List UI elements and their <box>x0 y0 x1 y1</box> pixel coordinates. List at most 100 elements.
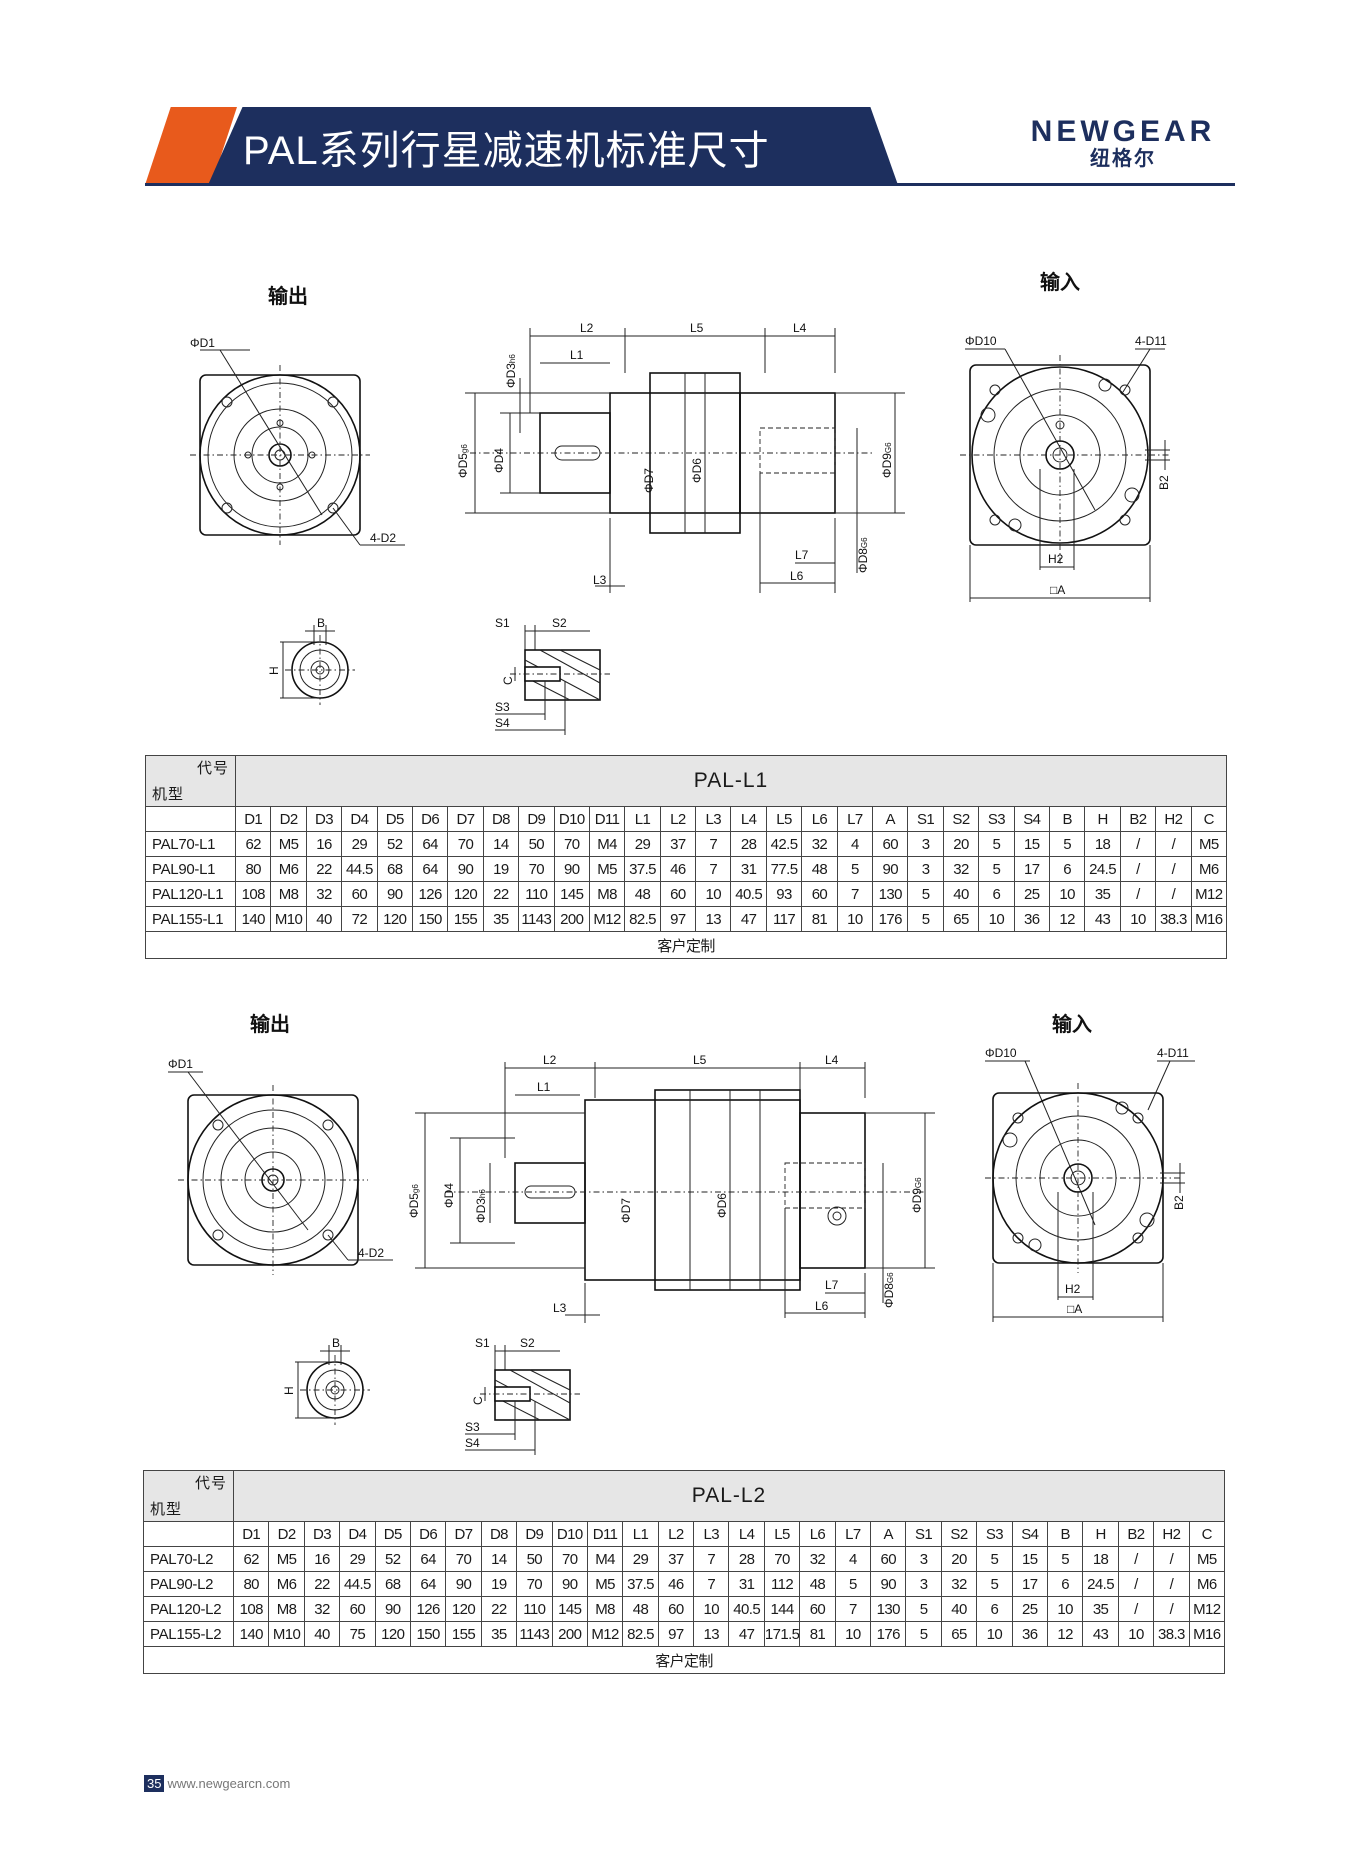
s1-output-flange-drawing: ΦD1 4-D2 <box>190 336 405 546</box>
value-cell: 64 <box>409 1571 447 1597</box>
value-cell: 150 <box>409 1621 447 1647</box>
value-cell: 93 <box>765 881 803 907</box>
value-cell: 155 <box>447 906 484 932</box>
dim-d1-label: ΦD1 <box>190 336 215 350</box>
value-cell: 90 <box>872 856 909 882</box>
value-cell: 13 <box>695 906 732 932</box>
corner-code-label: 代号 <box>194 1475 227 1492</box>
dim-l1-label: L1 <box>570 348 584 362</box>
value-cell: 32 <box>305 881 343 907</box>
dim-d10-label: ΦD10 <box>965 334 997 348</box>
value-cell: 32 <box>303 1596 341 1622</box>
dim-b-label: B <box>332 1336 340 1350</box>
value-cell: 5 <box>905 1596 942 1622</box>
value-cell: 80 <box>232 1571 270 1597</box>
value-cell: 140 <box>234 906 272 932</box>
value-cell: 29 <box>622 1546 659 1572</box>
dim-d11-label: 4-D11 <box>1157 1046 1189 1060</box>
header-title-bar <box>208 107 898 185</box>
value-cell: 10 <box>693 1596 730 1622</box>
model-cell: PAL120-L2 <box>143 1596 234 1622</box>
s1-side-view-drawing: L2 L5 L4 L1 ΦD5g6 ΦD4 ΦD3h6 ΦD7 ΦD6 ΦD9G… <box>456 321 905 593</box>
column-header: S2 <box>940 1521 978 1547</box>
dim-b2-label: B2 <box>1172 1195 1186 1210</box>
value-cell: 77.5 <box>765 856 803 882</box>
value-cell: 48 <box>801 856 838 882</box>
value-cell: 19 <box>480 1571 518 1597</box>
value-cell: M8 <box>588 881 626 907</box>
value-cell: 112 <box>763 1571 801 1597</box>
dim-s1-label: S1 <box>475 1336 490 1350</box>
value-cell: 4 <box>836 831 874 857</box>
column-header: D10 <box>553 806 590 832</box>
value-cell: M6 <box>268 1571 305 1597</box>
column-header: L4 <box>728 1521 765 1547</box>
value-cell: / <box>1117 1596 1155 1622</box>
value-cell: 81 <box>801 906 838 932</box>
value-cell: 97 <box>657 1621 695 1647</box>
column-header: S2 <box>942 806 980 832</box>
value-cell: 22 <box>480 1596 518 1622</box>
value-cell: 52 <box>376 831 413 857</box>
header-rule <box>145 183 1235 186</box>
dim-s1-label: S1 <box>495 616 510 630</box>
value-cell: 10 <box>836 906 874 932</box>
value-cell: 3 <box>905 1571 942 1597</box>
value-cell: 155 <box>445 1621 482 1647</box>
value-cell: 32 <box>799 1546 836 1572</box>
column-header: H2 <box>1153 1521 1190 1547</box>
value-cell: 31 <box>730 856 767 882</box>
column-header: L3 <box>695 806 732 832</box>
value-cell: 6 <box>1046 1571 1084 1597</box>
value-cell: 7 <box>693 1571 730 1597</box>
value-cell: 43 <box>1082 1621 1119 1647</box>
column-header: D8 <box>480 1521 518 1547</box>
dim-d5-label: ΦD5g6 <box>456 444 470 478</box>
value-cell: 28 <box>730 831 767 857</box>
s1-output-label: 输出 <box>268 286 308 308</box>
value-cell: 36 <box>1013 906 1050 932</box>
s1-shaft-thread-drawing: S1 S2 C S3 S4 <box>495 616 610 735</box>
value-cell: 14 <box>482 831 520 857</box>
dim-l2-label: L2 <box>543 1053 557 1067</box>
page-number: 35 <box>144 1775 165 1792</box>
s2-output-label: 输出 <box>250 1014 290 1036</box>
value-cell: 90 <box>870 1571 907 1597</box>
column-header: D6 <box>411 806 449 832</box>
dim-h-label: H <box>267 666 281 675</box>
dim-b-label: B <box>317 616 325 630</box>
value-cell: 10 <box>1048 881 1086 907</box>
column-header: A <box>872 806 909 832</box>
table-corner-cell: 代号 机型 <box>145 755 236 807</box>
column-header: D4 <box>339 1521 376 1547</box>
value-cell: 29 <box>339 1546 376 1572</box>
value-cell: 32 <box>940 1571 978 1597</box>
value-cell: 117 <box>765 906 803 932</box>
value-cell: 15 <box>1013 831 1050 857</box>
value-cell: 5 <box>834 1571 872 1597</box>
value-cell: 37 <box>659 831 697 857</box>
column-header: S3 <box>978 806 1015 832</box>
column-header: S4 <box>1013 806 1050 832</box>
column-header: S4 <box>1011 1521 1048 1547</box>
dim-d9-label: ΦD9G6 <box>910 1177 924 1213</box>
dim-a-label: □A <box>1067 1302 1082 1316</box>
value-cell: 35 <box>1084 881 1121 907</box>
value-cell: M10 <box>268 1621 305 1647</box>
column-header: D7 <box>445 1521 482 1547</box>
dim-l4-label: L4 <box>793 321 807 335</box>
value-cell: M5 <box>270 831 307 857</box>
value-cell: 17 <box>1011 1571 1048 1597</box>
value-cell: 47 <box>730 906 767 932</box>
brand-name-en: NEWGEAR <box>1030 115 1216 148</box>
value-cell: 37.5 <box>622 1571 659 1597</box>
dim-h2-label: H2 <box>1048 552 1064 566</box>
column-header: D5 <box>374 1521 411 1547</box>
value-cell: 52 <box>374 1546 411 1572</box>
website-link[interactable]: www.newgearcn.com <box>167 1776 291 1791</box>
value-cell: 12 <box>1046 1621 1084 1647</box>
value-cell: 62 <box>234 831 272 857</box>
